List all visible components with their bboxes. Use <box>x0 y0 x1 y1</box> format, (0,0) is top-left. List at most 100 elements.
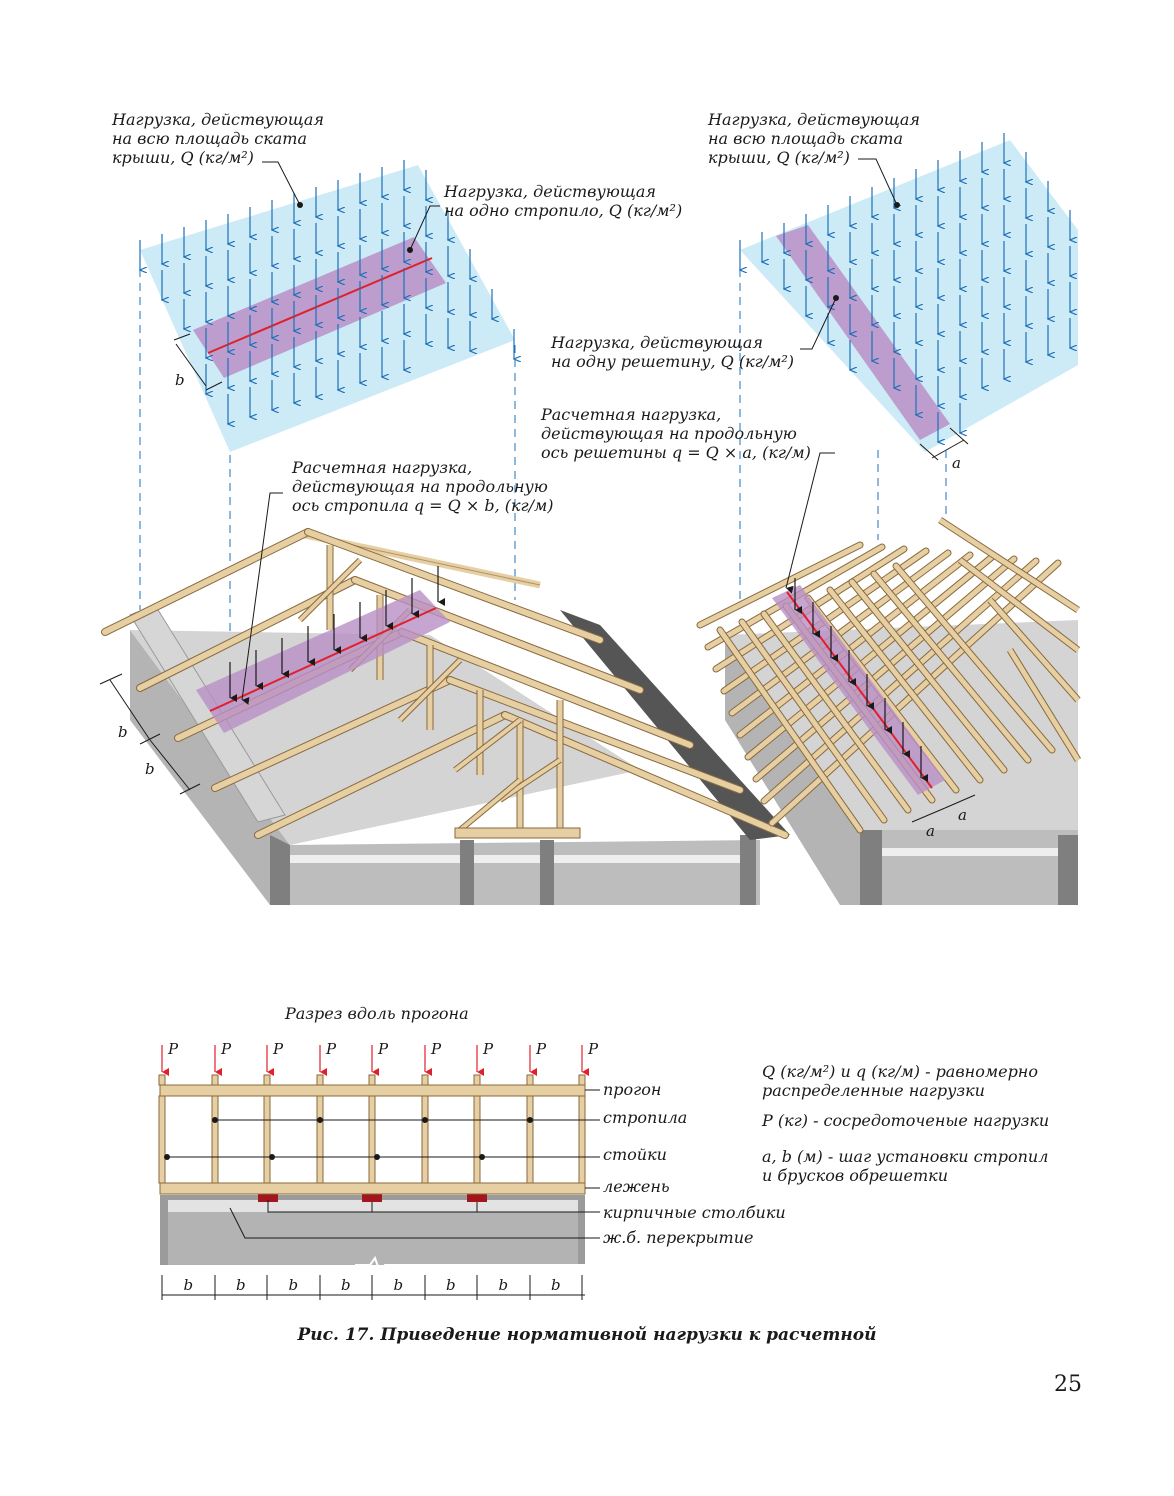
left-house: b b <box>99 492 790 905</box>
right-roof-arrows <box>794 578 928 782</box>
section-brick-2 <box>362 1194 382 1202</box>
brace-fill <box>298 558 362 622</box>
dim-label-b: b <box>341 1276 351 1294</box>
rafter-fill <box>212 677 453 791</box>
dim-label-b: b <box>551 1276 561 1294</box>
rafter-dot <box>527 1117 533 1123</box>
point-load-label: P <box>325 1040 337 1058</box>
post-dot <box>374 1154 380 1160</box>
rafter-fill <box>255 712 508 838</box>
legend-line-1: Q (кг/м²) и q (кг/м) - равномерно распре… <box>762 1062 1038 1100</box>
truss-fill <box>988 598 1080 702</box>
left-load-plane: b <box>140 160 515 452</box>
section-post <box>578 1095 586 1184</box>
left-roof-arrows <box>229 566 445 702</box>
truss-fill <box>938 517 1080 613</box>
label-left-design-load: Расчетная нагрузка, действующая на продо… <box>292 458 554 515</box>
rafter-fill <box>761 611 911 813</box>
label-right-load-area: Нагрузка, действующая на всю площадь ска… <box>708 110 920 167</box>
page-number: 25 <box>1054 1372 1082 1397</box>
batten-fill <box>737 552 973 738</box>
right-house-dim-a2: a <box>958 806 967 824</box>
rafter-dot <box>422 1117 428 1123</box>
dim-label-b: b <box>236 1276 246 1294</box>
section-posts <box>158 1074 586 1184</box>
rafter-fill <box>849 579 1007 773</box>
section-label-purlin: прогон <box>603 1080 662 1099</box>
section-post-cap <box>316 1074 324 1086</box>
section-post-cap <box>526 1074 534 1086</box>
truss-fill <box>958 558 1080 652</box>
section-label-posts: стойки <box>603 1145 667 1164</box>
rafter-dot <box>317 1117 323 1123</box>
left-plane-dim-b: b <box>175 371 185 389</box>
right-house-dim-a1: a <box>926 822 935 840</box>
rafter-fill <box>502 712 788 838</box>
dim-label-b: b <box>184 1276 194 1294</box>
brace-fill <box>458 778 522 832</box>
right-load-plane: a <box>740 133 1078 472</box>
left-house-dim-b2: b <box>145 760 155 778</box>
legend-line-3: a, b (м) - шаг установки стропил и бруск… <box>762 1147 1049 1185</box>
right-load-strip <box>776 225 950 440</box>
post-dot <box>479 1154 485 1160</box>
rafter-fill <box>399 629 693 748</box>
label-left-load-area: Нагрузка, действующая на всю площадь ска… <box>112 110 324 167</box>
right-house-wall-side <box>860 830 1078 905</box>
left-rafter-axis <box>207 257 433 354</box>
section-post <box>263 1095 271 1184</box>
section-label-brick: кирпичные столбики <box>603 1203 786 1222</box>
rafter-fill <box>893 563 1055 753</box>
section-post <box>421 1095 429 1184</box>
section-title: Разрез вдоль прогона <box>285 1004 469 1023</box>
left-house-dim-b1: b <box>118 723 128 741</box>
legend-line-2: P (кг) - сосредоточеные нагрузки <box>762 1111 1050 1130</box>
dim-label-b: b <box>394 1276 404 1294</box>
section-post-cap <box>473 1074 481 1086</box>
point-load-label: P <box>377 1040 389 1058</box>
left-house-wall-front <box>130 630 290 905</box>
brace-fill <box>498 758 562 802</box>
label-right-load-batten: Нагрузка, действующая на одну решетину, … <box>551 333 795 371</box>
section-brick-3 <box>467 1194 487 1202</box>
rafter-fill <box>717 627 863 833</box>
rafter-fill <box>827 587 983 783</box>
point-load-label: P <box>430 1040 442 1058</box>
rafter-dot <box>212 1117 218 1123</box>
figure-caption: Рис. 17. Приведение нормативной нагрузки… <box>297 1325 877 1345</box>
right-house-wall-front <box>725 635 860 905</box>
truss-fill <box>1007 648 1081 762</box>
brace-fill <box>398 658 462 722</box>
section-post-cap <box>578 1074 586 1086</box>
section-label-sill: лежень <box>603 1177 670 1196</box>
section-post-cap <box>421 1074 429 1086</box>
section-sill <box>159 1182 586 1195</box>
point-load-label: P <box>482 1040 494 1058</box>
dim-label-b: b <box>289 1276 299 1294</box>
dim-label-b: b <box>446 1276 456 1294</box>
point-load-label: P <box>220 1040 232 1058</box>
post-dot <box>269 1154 275 1160</box>
point-load-label: P <box>167 1040 179 1058</box>
projection-lines <box>139 255 947 660</box>
section-post <box>473 1095 481 1184</box>
label-right-design-load: Расчетная нагрузка, действующая на продо… <box>541 405 811 462</box>
section-post-cap <box>211 1074 219 1086</box>
post-dot <box>164 1154 170 1160</box>
right-load-arrows <box>740 133 1070 442</box>
section-post <box>158 1095 166 1184</box>
rafter-fill <box>305 529 603 643</box>
section-post-cap <box>368 1074 376 1086</box>
rafter-fill <box>447 677 743 793</box>
rafter-fill <box>102 529 311 635</box>
section-post <box>316 1095 324 1184</box>
section-post <box>526 1095 534 1184</box>
point-load-label: P <box>587 1040 599 1058</box>
section-label-rafters: стропила <box>603 1108 688 1127</box>
left-load-arrows <box>140 160 514 424</box>
right-plane-dim-a: a <box>952 454 961 472</box>
section-post-cap <box>158 1074 166 1086</box>
